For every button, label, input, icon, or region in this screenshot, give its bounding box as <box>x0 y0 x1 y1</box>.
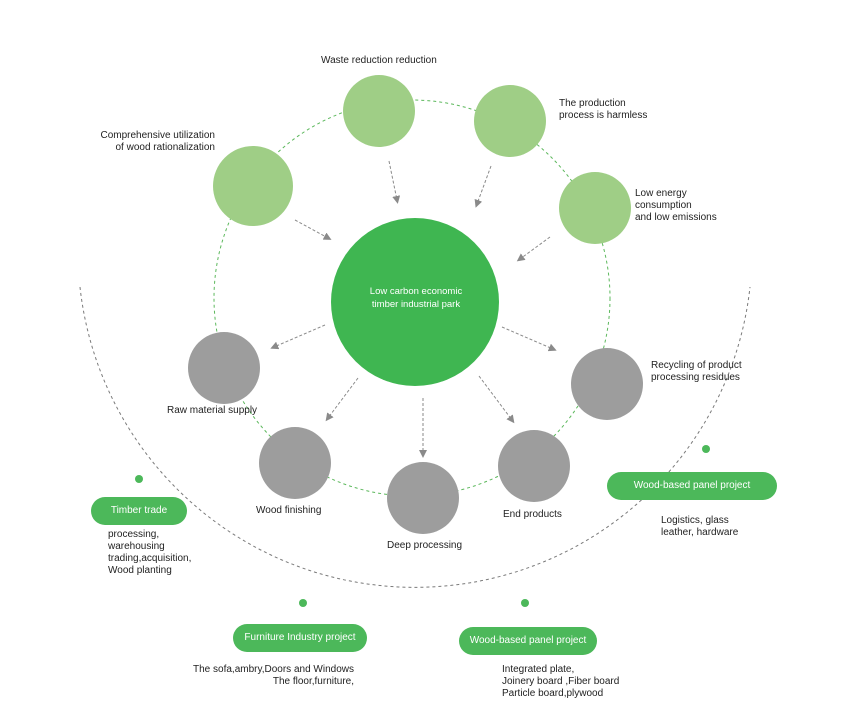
node-end-products <box>498 430 570 502</box>
arrow-center-to-raw <box>270 324 326 350</box>
harmless-label: The production process is harmless <box>559 98 647 122</box>
arc-dot-furniture <box>299 599 307 607</box>
node-harmless <box>474 85 546 157</box>
panel-bottom-desc-line3: Particle board,plywood <box>502 688 604 699</box>
panel-right-desc-line1: Logistics, glass <box>661 515 729 526</box>
arrow-energy-to-center <box>516 236 551 262</box>
recycling-label: Recycling of product processing residues <box>651 360 742 384</box>
panel-bottom-desc: Integrated plate, Joinery board ,Fiber b… <box>502 664 619 700</box>
panel-bottom-desc-line2: Joinery board ,Fiber board <box>502 676 620 687</box>
furniture-desc-line2: The floor,furniture, <box>272 676 354 687</box>
wood-finishing-label: Wood finishing <box>256 505 322 516</box>
deep-processing-label: Deep processing <box>387 540 463 551</box>
low-energy-label-line3: and low emissions <box>635 212 717 223</box>
comprehensive-label: Comprehensive utilization of wood ration… <box>80 130 215 154</box>
node-recycling <box>571 348 643 420</box>
center-label-line2: timber industrial park <box>371 299 461 310</box>
harmless-label-line2: process is harmless <box>559 110 648 121</box>
center-label-line1: Low carbon economic <box>369 286 463 297</box>
arrow-center-to-finishing <box>325 377 359 422</box>
arc-dot-panel-bottom <box>521 599 529 607</box>
panel-right-desc-line2: leather, hardware <box>661 527 739 538</box>
panel-bottom-pill: Wood-based panel project <box>459 627 597 655</box>
waste-reduction-label: Waste reduction reduction <box>321 55 437 66</box>
arc-dot-timber <box>135 475 143 483</box>
center-label: Low carbon economic timber industrial pa… <box>333 285 499 311</box>
low-energy-label: Low energy consumption and low emissions <box>635 188 717 224</box>
arrow-center-to-end <box>478 375 515 424</box>
panel-right-pill: Wood-based panel project <box>607 472 777 500</box>
recycling-label-line2: processing residues <box>651 372 740 383</box>
arrow-waste-to-center <box>388 160 401 204</box>
furniture-desc: The sofa,ambry,Doors and Windows The flo… <box>160 664 354 688</box>
node-deep-processing <box>387 462 459 534</box>
arrow-center-to-recycling <box>501 326 557 352</box>
furniture-desc-line1: The sofa,ambry,Doors and Windows <box>193 664 354 675</box>
furniture-pill: Furniture Industry project <box>233 624 367 652</box>
recycling-label-line1: Recycling of product <box>651 360 742 371</box>
timber-trade-desc-line3: trading,acquisition, <box>108 553 192 564</box>
timber-trade-desc-line1: processing, <box>108 529 160 540</box>
node-low-energy <box>559 172 631 244</box>
low-energy-label-line1: Low energy <box>635 188 687 199</box>
panel-bottom-desc-line1: Integrated plate, <box>502 664 575 675</box>
panel-right-desc: Logistics, glass leather, hardware <box>661 515 738 539</box>
timber-trade-desc-line2: warehousing <box>108 541 165 552</box>
arc-dot-panel-right <box>702 445 710 453</box>
node-comprehensive <box>213 146 293 226</box>
node-raw-material <box>188 332 260 404</box>
timber-trade-pill: Timber trade <box>91 497 187 525</box>
raw-material-label: Raw material supply <box>167 405 258 416</box>
arrow-comprehensive-to-center <box>294 219 332 240</box>
end-products-label: End products <box>503 509 562 520</box>
outer-dashed-arc <box>79 286 751 588</box>
node-wood-finishing <box>259 427 331 499</box>
low-energy-label-line2: consumption <box>635 200 692 211</box>
arrow-harmless-to-center <box>474 165 492 208</box>
comprehensive-label-line1: Comprehensive utilization <box>100 130 215 141</box>
center-node <box>331 218 499 386</box>
harmless-label-line1: The production <box>559 98 626 109</box>
timber-trade-desc-line4: Wood planting <box>108 565 172 576</box>
node-waste-reduction <box>343 75 415 147</box>
comprehensive-label-line2: of wood rationalization <box>115 142 215 153</box>
timber-trade-desc: processing, warehousing trading,acquisit… <box>108 529 191 577</box>
